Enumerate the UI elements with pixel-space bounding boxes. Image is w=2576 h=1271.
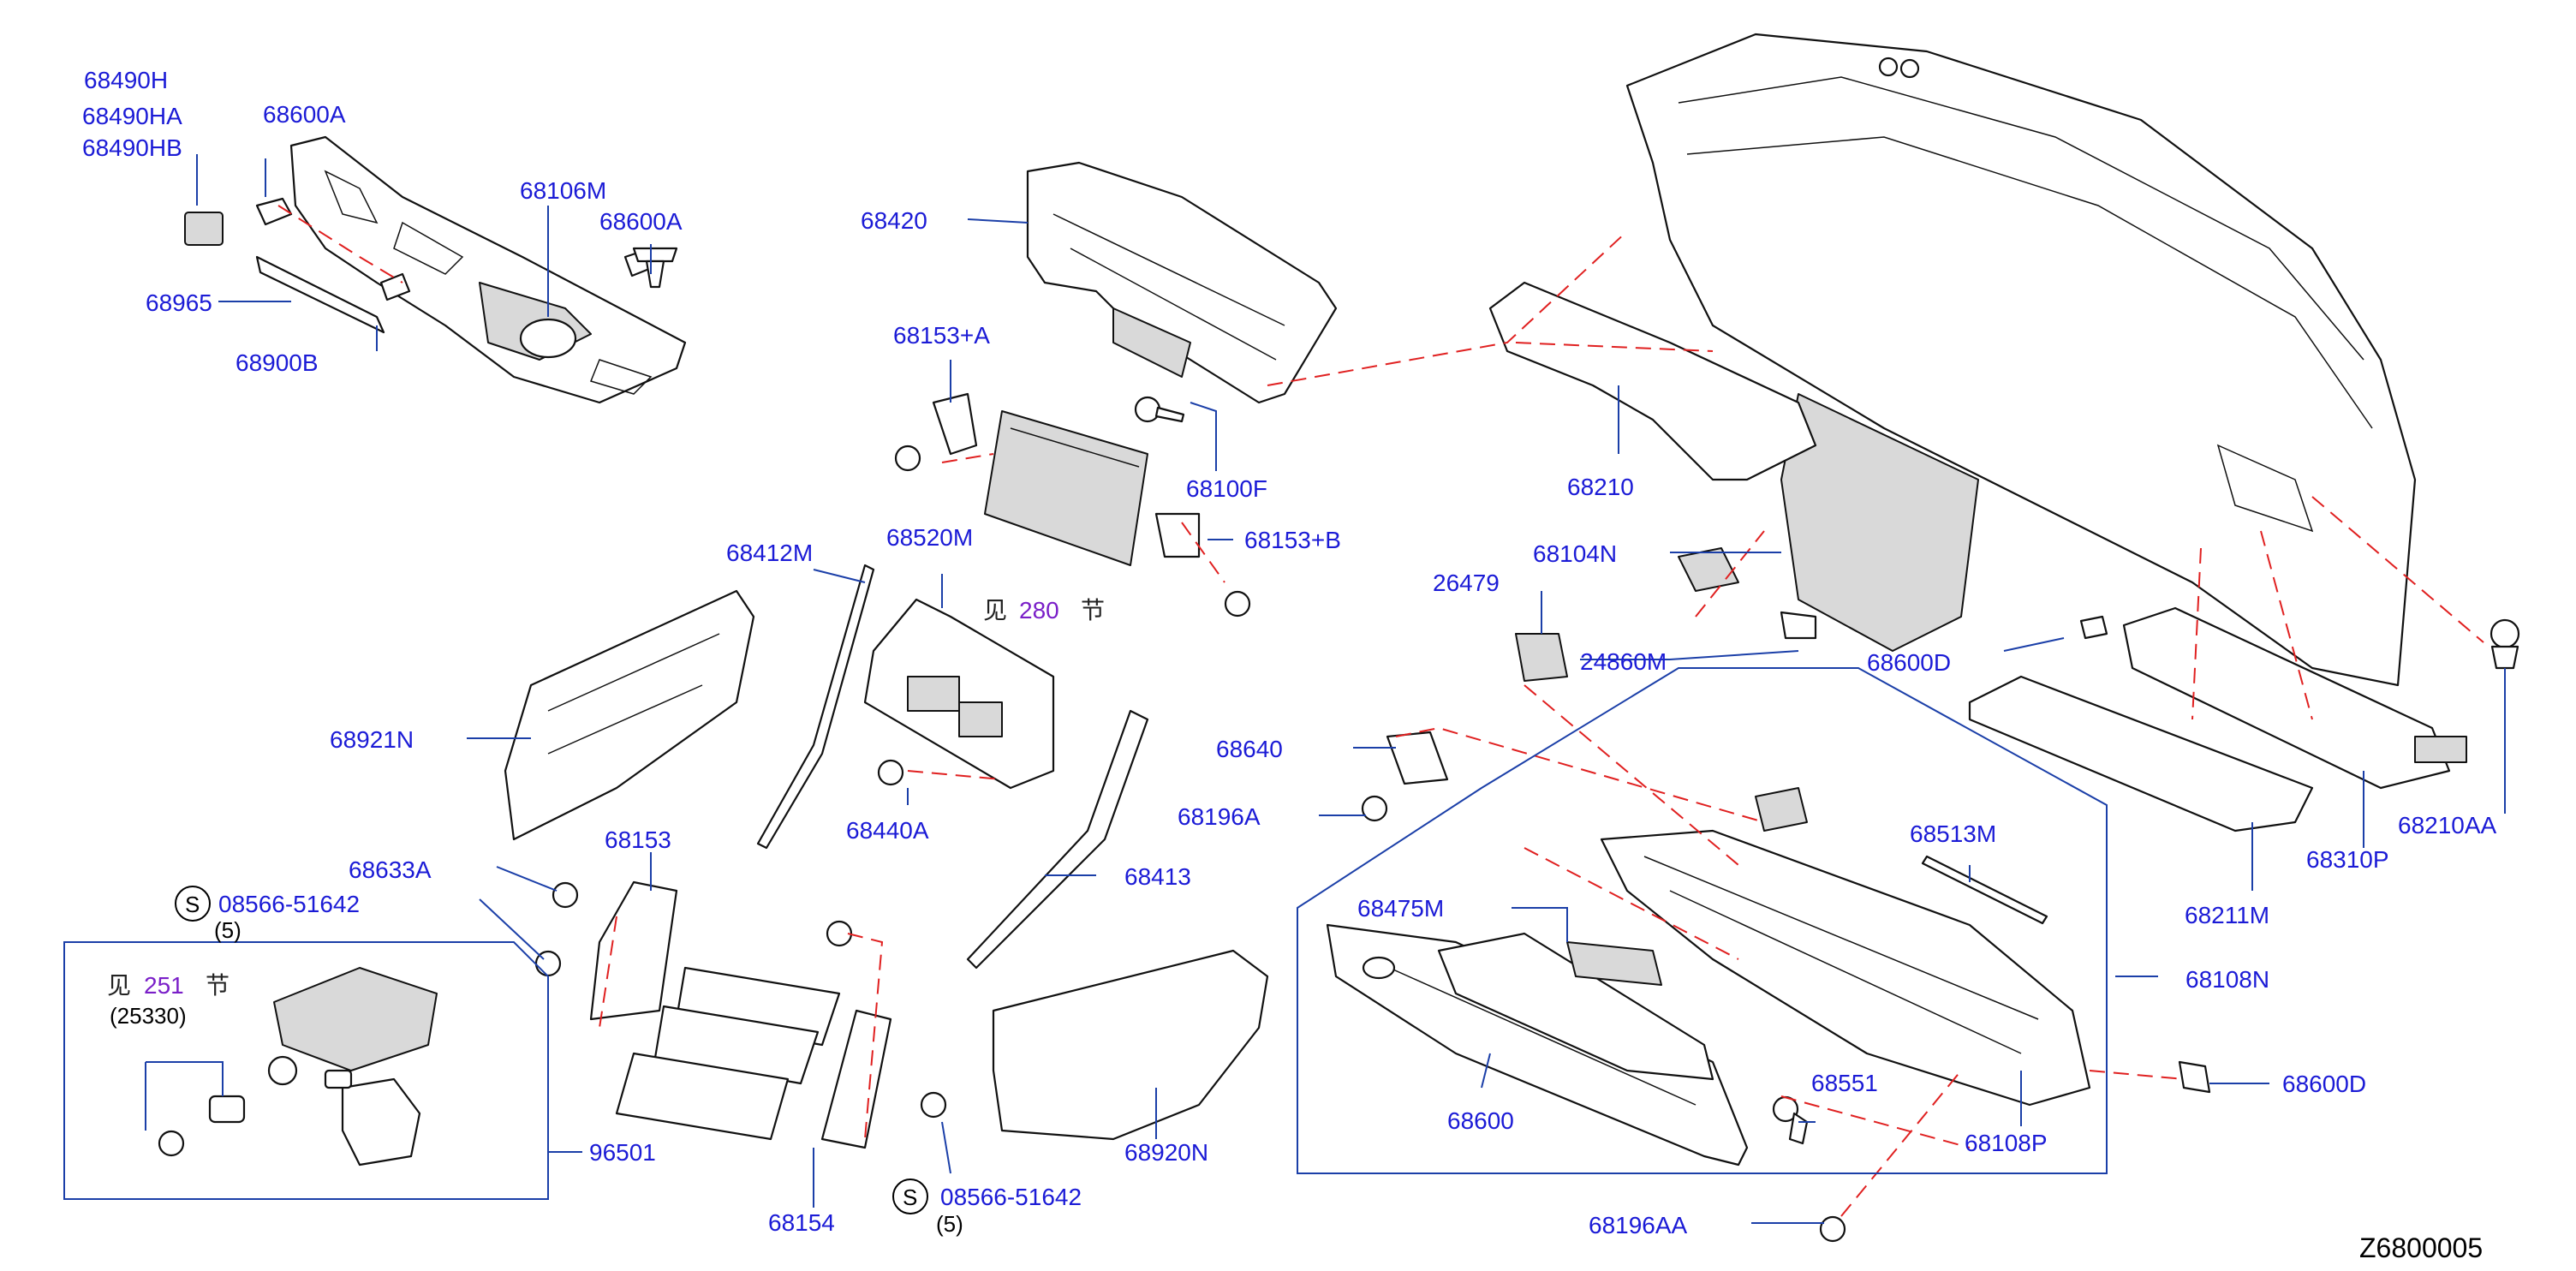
label-68210[interactable]: 68210 [1567, 474, 1634, 500]
strip-68413-drawing [966, 709, 1149, 970]
side-panel-68921n-drawing [504, 589, 755, 841]
kit-68108n-box [1297, 667, 2108, 1174]
label-68108n[interactable]: 68108N [2185, 966, 2269, 993]
assembly-dash-lines [277, 205, 2484, 1217]
label-68600d-1[interactable]: 68600D [1867, 649, 1951, 676]
bracket-68153b [1154, 512, 1251, 618]
glove-box-bin-drawing [1437, 932, 1714, 1081]
label-68490h[interactable]: 68490H [84, 67, 168, 93]
section-ref-251-number[interactable]: 251 [144, 972, 184, 999]
clip-68600d-lower [2178, 1060, 2211, 1094]
label-68600[interactable]: 68600 [1447, 1107, 1514, 1134]
s-symbol-2: S [903, 1184, 917, 1210]
label-68154[interactable]: 68154 [768, 1209, 835, 1236]
clip-68600d-upper [2079, 615, 2108, 640]
bracket-68520m-drawing [863, 598, 1055, 790]
connector-68104n [1678, 547, 1817, 640]
label-68900b[interactable]: 68900B [236, 349, 319, 376]
qty-08566-51642-1: (5) [214, 917, 242, 943]
center-panel-drawing [984, 410, 1148, 566]
section-ref-251-prefix: 见 [107, 971, 131, 999]
damper-68513m [1921, 855, 2048, 925]
screw-68196aa [1819, 1215, 1846, 1243]
cluster-lid-drawing [1026, 161, 1338, 404]
glove-box-housing-68108n-drawing [1600, 829, 2091, 1107]
label-68108p[interactable]: 68108P [1965, 1130, 2048, 1156]
finisher-68211m-drawing [1968, 675, 2467, 832]
section-ref-280-suffix: 节 [1081, 596, 1105, 624]
label-68921n[interactable]: 68921N [330, 726, 414, 753]
diagram-code: Z6800005 [2359, 1232, 2483, 1263]
label-68413[interactable]: 68413 [1124, 863, 1191, 890]
label-68551[interactable]: 68551 [1811, 1070, 1878, 1096]
label-68440a[interactable]: 68440A [846, 817, 929, 844]
label-25330: (25330) [110, 1003, 187, 1029]
label-68420[interactable]: 68420 [861, 207, 927, 234]
label-08566-51642-2[interactable]: 08566-51642 [940, 1184, 1082, 1210]
section-ref-251-suffix: 节 [206, 971, 230, 999]
label-26479[interactable]: 26479 [1433, 570, 1500, 596]
center-console-finisher-drawing [184, 135, 687, 404]
label-68153[interactable]: 68153 [605, 826, 671, 853]
label-68196aa[interactable]: 68196AA [1589, 1212, 1688, 1238]
label-24860m[interactable]: 24860M [1580, 648, 1667, 675]
label-08566-51642-1[interactable]: 08566-51642 [218, 891, 360, 917]
kit-96501-box [63, 941, 549, 1200]
label-68211m[interactable]: 68211M [2185, 902, 2269, 928]
finisher-68310p-drawing [2122, 606, 2451, 790]
switch-26479 [1515, 633, 1568, 682]
label-68153b[interactable]: 68153+B [1244, 527, 1341, 553]
screw-68196a [1361, 795, 1388, 822]
label-68640[interactable]: 68640 [1216, 736, 1283, 762]
label-68600a-2[interactable]: 68600A [599, 208, 683, 235]
clip-68210aa [2490, 618, 2520, 670]
screw-68440a [877, 759, 904, 786]
section-ref-280-number[interactable]: 280 [1019, 597, 1059, 624]
bracket-68153a [894, 392, 978, 472]
leader-lines [145, 154, 2506, 1224]
label-68490hb[interactable]: 68490HB [82, 134, 182, 161]
lock-68475m [1566, 941, 1662, 986]
label-68600a-1[interactable]: 68600A [263, 101, 346, 128]
label-68920n[interactable]: 68920N [1124, 1139, 1208, 1166]
striker-24860m [1755, 787, 1808, 832]
screws-08566-51642 [534, 881, 579, 977]
label-96501[interactable]: 96501 [589, 1139, 656, 1166]
label-68412m[interactable]: 68412M [726, 540, 813, 566]
instrument-panel-drawing [1625, 33, 2417, 687]
label-68100f[interactable]: 68100F [1186, 475, 1267, 502]
label-68310p[interactable]: 68310P [2306, 846, 2389, 873]
label-68520m[interactable]: 68520M [886, 524, 973, 551]
screw-68100f [1134, 396, 1185, 423]
label-68475m[interactable]: 68475M [1357, 895, 1444, 922]
ashtray-assembly-drawing [158, 967, 438, 1167]
bracket-68153-lower [589, 880, 678, 1021]
s-symbol-circle-2 [892, 1179, 928, 1214]
qty-08566-51642-2: (5) [936, 1211, 963, 1237]
panel-68920n-drawing [992, 949, 1269, 1141]
strip-68412m-drawing [756, 564, 875, 850]
clip-screw-68600a [632, 247, 678, 289]
clip-68640 [1386, 731, 1449, 785]
label-68210aa[interactable]: 68210AA [2398, 812, 2497, 838]
label-68633a[interactable]: 68633A [349, 856, 432, 883]
label-68513m[interactable]: 68513M [1910, 820, 1996, 847]
label-68104n[interactable]: 68104N [1533, 540, 1617, 567]
latch-68551 [1772, 1095, 1809, 1145]
label-68106m[interactable]: 68106M [520, 177, 606, 204]
label-68965[interactable]: 68965 [146, 289, 212, 316]
center-boxes-drawing [615, 966, 841, 1141]
bracket-68154 [820, 920, 947, 1149]
label-68196a[interactable]: 68196A [1178, 803, 1261, 830]
label-68600d-2[interactable]: 68600D [2282, 1071, 2366, 1097]
upper-cover-68210-drawing [1488, 281, 1817, 481]
label-68153a[interactable]: 68153+A [893, 322, 990, 349]
section-ref-280-prefix: 见 [983, 596, 1007, 624]
label-68490ha[interactable]: 68490HA [82, 103, 182, 129]
s-symbol-circle-1 [175, 886, 211, 922]
s-symbol-1: S [185, 892, 200, 917]
